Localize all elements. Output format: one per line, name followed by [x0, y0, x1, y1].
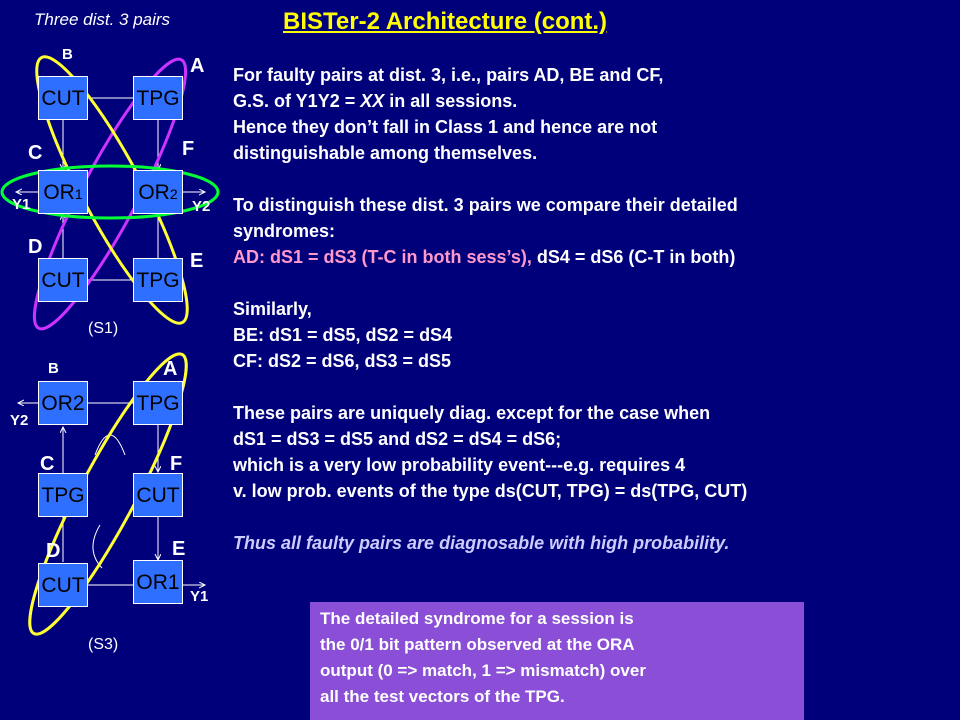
text-line: BE: dS1 = dS5, dS2 = dS4: [233, 325, 453, 345]
s1-output-y1-label: Y1: [12, 196, 31, 213]
s3-output-y1-label: Y1: [190, 588, 209, 605]
s1-box-tpg-top: TPG: [133, 76, 183, 120]
s1-box-cut-top: CUT: [38, 76, 88, 120]
s3-box-cut-bottom: CUT: [38, 563, 88, 607]
explanation-text: For faulty pairs at dist. 3, i.e., pairs…: [233, 62, 948, 556]
s3-node-e: E: [172, 538, 186, 560]
slide-title: BISTer-2 Architecture (cont.): [283, 8, 608, 35]
note-line: the 0/1 bit pattern observed at the ORA: [320, 635, 635, 654]
text-line: which is a very low probability event---…: [233, 455, 686, 475]
text-line: dS1 = dS3 = dS5 and dS2 = dS4 = dS6;: [233, 429, 562, 449]
s3-node-f: F: [170, 453, 183, 475]
s3-node-a: A: [163, 358, 178, 380]
syndrome-note-box: The detailed syndrome for a session is t…: [310, 602, 804, 720]
text-line: CF: dS2 = dS6, dS3 = dS5: [233, 351, 452, 371]
s3-node-c: C: [40, 453, 55, 475]
s3-node-d: D: [46, 540, 61, 562]
text-line: For faulty pairs at dist. 3, i.e., pairs…: [233, 65, 664, 85]
s1-box-cut-bottom: CUT: [38, 258, 88, 302]
text-line: Hence they don’t fall in Class 1 and hen…: [233, 117, 658, 137]
s3-box-tpg-mid: TPG: [38, 473, 88, 517]
s1-node-f: F: [182, 138, 195, 160]
s1-node-b: B: [62, 46, 73, 63]
s1-node-e: E: [190, 250, 204, 272]
s3-box-tpg-top: TPG: [133, 381, 183, 425]
s1-ellipse-pair-cf: [0, 164, 220, 220]
s3-caption: (S3): [88, 636, 119, 653]
text-line: syndromes:: [233, 221, 336, 241]
slide-subtitle: Three dist. 3 pairs: [34, 10, 171, 29]
note-line: The detailed syndrome for a session is: [320, 609, 634, 628]
s3-node-b: B: [48, 360, 59, 377]
s1-node-d: D: [28, 236, 43, 258]
s1-node-c: C: [28, 142, 43, 164]
text-line: These pairs are uniquely diag. except fo…: [233, 403, 711, 423]
text-line: To distinguish these dist. 3 pairs we co…: [233, 195, 738, 215]
text-line: G.S. of Y1Y2 = XX in all sessions.: [233, 91, 518, 111]
s3-box-or1: OR1: [133, 560, 183, 604]
s1-caption: (S1): [88, 320, 119, 337]
text-line: AD: dS1 = dS3 (T-C in both sess’s), dS4 …: [233, 247, 736, 267]
conclusion-line: Thus all faulty pairs are diagnosable wi…: [233, 533, 730, 553]
s1-box-or1: OR1: [38, 170, 88, 214]
s1-box-tpg-bottom: TPG: [133, 258, 183, 302]
s3-box-cut-mid: CUT: [133, 473, 183, 517]
s3-box-or2: OR2: [38, 381, 88, 425]
s1-node-a: A: [190, 55, 205, 77]
text-line: Similarly,: [233, 299, 312, 319]
text-line: v. low prob. events of the type ds(CUT, …: [233, 481, 748, 501]
text-line: distinguishable among themselves.: [233, 143, 538, 163]
s1-box-or2: OR2: [133, 170, 183, 214]
note-line: all the test vectors of the TPG.: [320, 687, 565, 706]
note-line: output (0 => match, 1 => mismatch) over: [320, 661, 646, 680]
s1-output-y2-label: Y2: [192, 198, 211, 215]
s3-output-y2-label: Y2: [10, 412, 29, 429]
